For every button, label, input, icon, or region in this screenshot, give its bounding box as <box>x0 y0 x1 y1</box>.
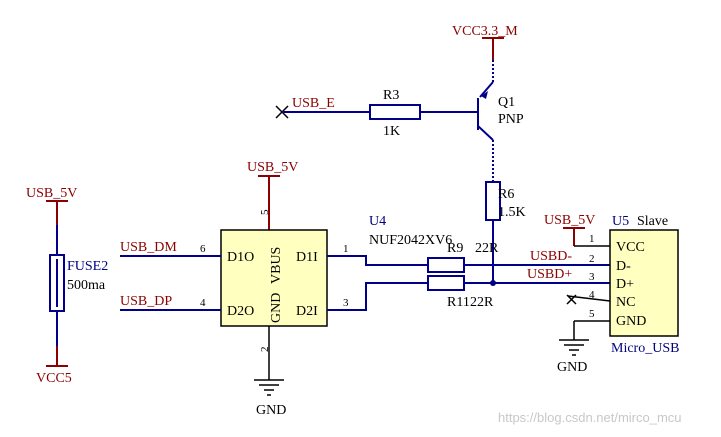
fuse2-ref: FUSE2 <box>67 259 108 274</box>
u4-pin-numbers: 5 6 4 1 3 2 <box>200 209 349 352</box>
net-label-gnd-u5: GND <box>557 360 587 375</box>
r6-resistor: R6 1.5K <box>485 181 526 283</box>
r6-ref: R6 <box>498 187 514 202</box>
u5-pin-number-5: 5 <box>589 308 595 320</box>
net-label-gnd-u4: GND <box>256 403 286 418</box>
r11-value: 22R <box>470 295 494 310</box>
net-label-usb-dp: USB_DP <box>120 294 172 309</box>
net-label-usbd-minus: USBD- <box>530 249 572 264</box>
u4-pin-label-d1i: D1I <box>296 250 318 265</box>
usb-dp-net: USB_DP <box>120 294 221 311</box>
u4-ref: U4 <box>369 214 386 229</box>
u5-pin-number-1: 1 <box>589 233 595 245</box>
net-label-usb-e: USB_E <box>292 96 335 111</box>
u5-pin-label-d-minus: D- <box>616 259 631 274</box>
u5-pin-label-nc: NC <box>616 295 635 310</box>
q1-transistor: Q1 PNP <box>420 60 524 182</box>
q1-value: PNP <box>498 112 524 127</box>
u5-pin-number-2: 2 <box>589 253 595 265</box>
d1i-wire <box>327 255 428 266</box>
u5-pin-number-3: 3 <box>589 271 595 283</box>
watermark: https://blog.csdn.net/mirco_mcu <box>498 410 682 425</box>
u4-pin-number-d1i: 1 <box>343 243 349 255</box>
u4-pin-number-d1o: 6 <box>200 243 206 255</box>
u4-pin-label-d2o: D2O <box>227 304 254 319</box>
r9-value: 22R <box>475 241 499 256</box>
r11-ref: R11 <box>447 295 470 310</box>
u5-nc-no-connect <box>566 294 611 305</box>
fuse2-usb5v-power-port: USB_5V <box>26 186 77 225</box>
net-label-usb5v-u5: USB_5V <box>544 213 595 228</box>
r3-value: 1K <box>383 124 400 139</box>
net-label-usb5v-u4: USB_5V <box>247 160 298 175</box>
r9-resistor: R9 22R <box>427 241 499 273</box>
u5-value: Micro_USB <box>611 341 679 356</box>
u4-value: NUF2042XV6 <box>369 233 452 248</box>
u4-pin-label-vbus: VBUS <box>269 247 284 284</box>
u4-pin-number-d2i: 3 <box>343 297 349 309</box>
u4-ic: D1O D2O D1I D2I VBUS GND U4 NUF2042XV6 <box>220 214 452 327</box>
fuse2-value: 500ma <box>67 278 106 293</box>
vcc5-power-port: VCC5 <box>36 346 72 386</box>
usb-e-net: USB_E <box>275 96 370 119</box>
u5-gnd-port: GND <box>557 320 610 375</box>
fuse2: FUSE2 500ma <box>49 225 108 346</box>
u5-pin-number-4: 4 <box>589 289 595 301</box>
net-label-usb5v-fuse: USB_5V <box>26 186 77 201</box>
r3-resistor: R3 1K <box>369 88 421 139</box>
u4-pin-label-d1o: D1O <box>227 250 254 265</box>
usb-dm-net: USB_DM <box>120 240 221 257</box>
d2i-wire <box>327 282 428 311</box>
q1-ref: Q1 <box>498 95 515 110</box>
u5-ref: U5 <box>612 214 629 229</box>
r9-ref: R9 <box>447 241 463 256</box>
net-label-vcc5: VCC5 <box>36 371 72 386</box>
usbd-minus-net: USBD- <box>464 249 610 266</box>
u5-pin-label-vcc: VCC <box>616 240 645 255</box>
r6-value: 1.5K <box>498 205 526 220</box>
u4-gnd-port: GND <box>254 326 286 418</box>
u4-pin-label-gnd: GND <box>269 293 284 323</box>
r11-resistor: R11 22R <box>427 275 494 310</box>
net-label-usbd-plus: USBD+ <box>527 267 572 282</box>
u5-pin-label-d-plus: D+ <box>616 277 634 292</box>
vcc33m-power-port: VCC3.3_M <box>452 24 518 60</box>
net-label-usb-dm: USB_DM <box>120 240 177 255</box>
net-label-vcc33m: VCC3.3_M <box>452 24 518 39</box>
u5-pin-label-gnd: GND <box>616 314 646 329</box>
u5-connector: U5 Slave Micro_USB VCC D- D+ NC GND 1 2 … <box>589 214 679 356</box>
u4-pin-number-d2o: 4 <box>200 297 206 309</box>
u4-usb5v-power-port: USB_5V <box>247 160 298 230</box>
usbd-plus-net: USBD+ <box>464 267 610 286</box>
u5-name: Slave <box>637 214 668 229</box>
u5-usb5v-power-port: USB_5V <box>544 213 610 247</box>
u4-pin-label-d2i: D2I <box>296 304 318 319</box>
u4-pin-number-vbus: 5 <box>259 209 271 215</box>
r3-ref: R3 <box>383 88 399 103</box>
u4-pin-number-gnd: 2 <box>259 347 271 353</box>
